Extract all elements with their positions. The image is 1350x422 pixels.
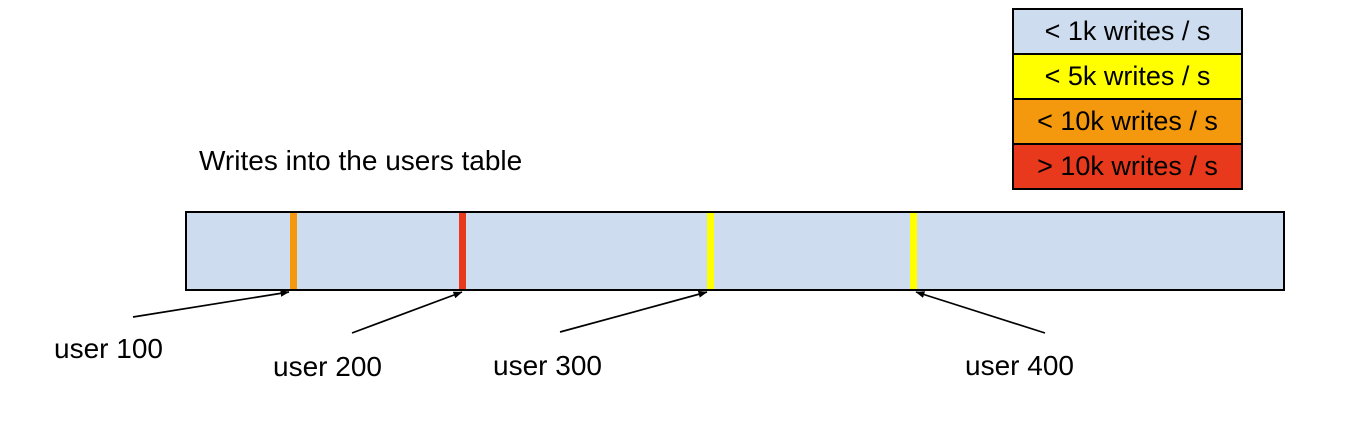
users-table-bar — [185, 211, 1285, 291]
arrow-user-400 — [915, 291, 1046, 334]
diagram-title: Writes into the users table — [199, 145, 523, 176]
arrow-user-200 — [351, 291, 463, 334]
arrow-user-100 — [132, 289, 290, 318]
legend: < 1k writes / s < 5k writes / s < 10k wr… — [1012, 8, 1243, 190]
label-user-100: user 100 — [54, 333, 163, 364]
legend-item-label: < 1k writes / s — [1044, 16, 1211, 46]
hotspot-marker-user-300 — [707, 213, 714, 289]
legend-item-label: > 10k writes / s — [1037, 151, 1218, 181]
label-user-400: user 400 — [965, 350, 1074, 381]
legend-item-gt-10k: > 10k writes / s — [1012, 143, 1243, 190]
arrow-user-300 — [559, 290, 708, 333]
legend-item-label: < 5k writes / s — [1044, 61, 1211, 91]
legend-item-lt-5k: < 5k writes / s — [1012, 53, 1243, 100]
hotspot-marker-user-400 — [910, 213, 917, 289]
hotspot-marker-user-200 — [459, 213, 466, 289]
legend-item-label: < 10k writes / s — [1037, 106, 1218, 136]
label-user-200: user 200 — [273, 351, 382, 382]
legend-item-lt-1k: < 1k writes / s — [1012, 8, 1243, 55]
legend-item-lt-10k: < 10k writes / s — [1012, 98, 1243, 145]
hotspot-marker-user-100 — [290, 213, 297, 289]
label-user-300: user 300 — [493, 350, 602, 381]
